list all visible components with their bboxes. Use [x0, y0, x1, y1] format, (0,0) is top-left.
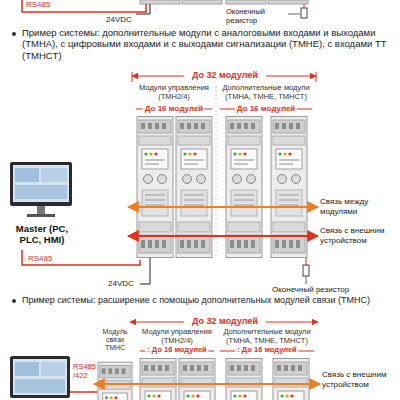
- screen-window: [41, 168, 67, 182]
- comm-arrow: [94, 383, 320, 385]
- signal-name: RS485: [26, 0, 76, 10]
- node-subheading: : До 16 модулей: [235, 346, 298, 355]
- resistor-symbol: [303, 265, 309, 276]
- screen-window: [15, 379, 65, 393]
- bracket-tick: [316, 72, 317, 82]
- section-heading: Пример системы: дополнительные модули с …: [22, 27, 394, 61]
- expansion-module: [273, 359, 309, 400]
- connector-label: RS485: [28, 254, 52, 264]
- power-wire: [136, 14, 150, 15]
- module-group: Модули управления (TMH2/4) До 16 модулей: [134, 84, 214, 260]
- power-label: 24VDC: [108, 279, 148, 289]
- master-node: Master (PC, PLC, HMI): [6, 158, 78, 250]
- node-heading: Дополнительные модули (TMHA, TMHE, TMHCT…: [218, 84, 314, 101]
- monitor-frame: [10, 356, 70, 398]
- group-divider: [216, 86, 217, 258]
- part-name: Оконечный резистор: [226, 7, 288, 25]
- monitor-frame: [10, 162, 72, 206]
- monitor-base: [27, 214, 55, 217]
- node-heading: Модули управления (TMH2/4): [134, 84, 214, 101]
- screen-window: [15, 168, 39, 182]
- power-wire: [150, 4, 151, 14]
- module-bottom: [140, 0, 180, 4]
- leader-line: [288, 14, 300, 15]
- bracket-tick: [132, 72, 133, 82]
- module-group: Дополнительные модули (TMHA, TMHE, TMHCT…: [218, 84, 314, 260]
- part-name: Оконечный резистор: [272, 285, 392, 295]
- resistor-symbol: [301, 8, 307, 18]
- power-wire: [150, 258, 151, 284]
- monitor: [10, 162, 72, 217]
- rs485-wire: [22, 0, 146, 12]
- comm-module: [98, 362, 132, 400]
- node-subheading: До 16 модулей: [143, 104, 205, 113]
- rs485-wire: [70, 391, 97, 393]
- rs485-connector: [22, 250, 140, 265]
- screen-window: [41, 362, 65, 376]
- control-module: [179, 359, 215, 400]
- module-group: Модули управления (TMH2/4): До 16 модуле…: [138, 326, 216, 400]
- node-heading: Дополнительные модули (TMHA, TMHE, TMHCT…: [218, 328, 316, 345]
- module-bottom: [182, 0, 222, 4]
- section-heading: Пример системы: расширение с помощью доп…: [22, 295, 396, 306]
- module-bottom: [226, 0, 266, 4]
- monitor: [10, 356, 70, 398]
- bus-arrow: [128, 206, 318, 208]
- note: Связь между модулями: [320, 197, 398, 216]
- monitor-screen: [13, 359, 67, 395]
- note: Связь с внешним устройством: [320, 226, 398, 245]
- expansion-module: [226, 359, 262, 400]
- control-module: [140, 359, 176, 400]
- screen-window: [15, 185, 67, 199]
- node-heading: Модуль связи TMHC: [96, 328, 134, 352]
- bullet: [12, 299, 16, 303]
- monitor-stand: [37, 206, 45, 214]
- node-subheading: До 16 модулей: [235, 104, 297, 113]
- module-bottom: [268, 0, 308, 4]
- note: Связь с внешним устройством: [322, 370, 398, 389]
- node-subheading: : До 16 модулей: [145, 346, 208, 355]
- power-wire: [140, 284, 150, 285]
- monitor-screen: [13, 165, 69, 202]
- signal-name: RS485 /422: [73, 362, 97, 380]
- range-label: До 32 модулей: [184, 70, 266, 81]
- leader-line: [306, 276, 307, 284]
- node-heading: Master (PC, PLC, HMI): [6, 224, 78, 246]
- comm-module-node: Модуль связи TMHC: [96, 326, 134, 400]
- comm-arrow: [128, 235, 318, 237]
- bullet: [12, 32, 16, 36]
- screen-window: [15, 362, 39, 376]
- range-label: До 32 модулей: [184, 316, 266, 327]
- module-group: Дополнительные модули (TMHA, TMHE, TMHCT…: [218, 326, 316, 400]
- power-label: 24VDC: [106, 15, 146, 25]
- node-heading: Модули управления (TMH2/4): [138, 328, 216, 345]
